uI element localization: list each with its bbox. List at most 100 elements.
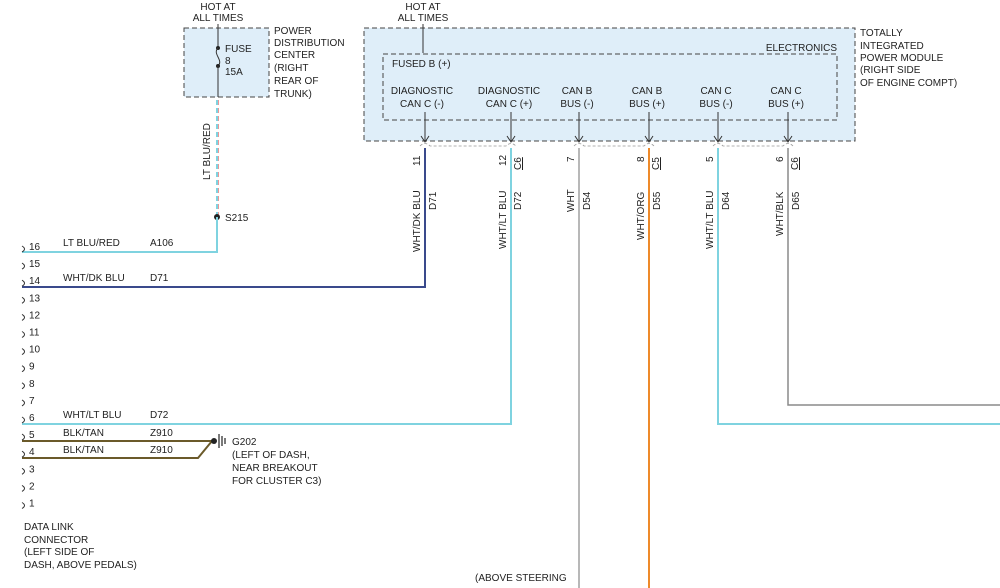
power-distribution-center: HOT AT ALL TIMES FUSE 8 15A POWER DISTRI… bbox=[183, 2, 345, 100]
tipm-electronics-label: ELECTRONICS bbox=[766, 43, 837, 54]
pin-8-label-1: CAN B bbox=[632, 86, 663, 97]
dlc-pin-16-number: 16 bbox=[29, 242, 41, 253]
dlc-name-4: DASH, ABOVE PEDALS) bbox=[24, 560, 137, 571]
pin-8-number: 8 bbox=[636, 156, 647, 162]
wire-d55-circuit: D55 bbox=[652, 191, 663, 210]
pin-5-number: 5 bbox=[705, 156, 716, 162]
wire-d64 bbox=[717, 148, 1000, 425]
dlc-wire-6-circuit: D72 bbox=[150, 410, 169, 421]
dlc-pin-6-bracket bbox=[21, 416, 25, 424]
pin-6-label-1: CAN C bbox=[770, 86, 801, 97]
dlc-wire-14-color: WHT/DK BLU bbox=[63, 273, 125, 284]
pdc-name-3: CENTER bbox=[274, 50, 315, 61]
ground-icon bbox=[218, 434, 226, 448]
tipm-name-5: OF ENGINE COMPT) bbox=[860, 78, 957, 89]
dlc-pin-9-number: 9 bbox=[29, 362, 35, 373]
dlc-pin-12-number: 12 bbox=[29, 310, 41, 321]
dlc-pin-4-bracket bbox=[21, 450, 25, 458]
wire-a106 bbox=[22, 217, 218, 253]
pin-6-number: 6 bbox=[775, 156, 786, 162]
pdc-name-1: POWER bbox=[274, 26, 312, 37]
dlc-pin-16-bracket bbox=[21, 245, 25, 253]
dlc-pin-15-number: 15 bbox=[29, 259, 41, 270]
dlc-pin-3-bracket bbox=[21, 467, 25, 475]
pin-7-label-2: BUS (-) bbox=[560, 99, 593, 110]
dlc-pin-2-number: 2 bbox=[29, 481, 35, 492]
pin-11-arrow bbox=[420, 112, 430, 143]
wire-d72 bbox=[22, 148, 512, 425]
wire-d72-circuit: D72 bbox=[513, 191, 524, 210]
pdc-name-5: REAR OF bbox=[274, 76, 318, 87]
dlc-wire-4-color: BLK/TAN bbox=[63, 445, 104, 456]
connector-shell-1 bbox=[419, 143, 517, 147]
dlc-pin-1-number: 1 bbox=[29, 499, 35, 510]
tipm-hot-line2: ALL TIMES bbox=[398, 13, 449, 24]
pin-8-connector: C5 bbox=[651, 157, 662, 170]
dlc-pin-3-number: 3 bbox=[29, 464, 35, 475]
ground-desc-2: NEAR BREAKOUT bbox=[232, 463, 318, 474]
dlc-pin-13-bracket bbox=[21, 296, 25, 304]
pin-7-number: 7 bbox=[566, 156, 577, 162]
pdc-name-4: (RIGHT bbox=[274, 63, 308, 74]
dlc-wire-5-color: BLK/TAN bbox=[63, 428, 104, 439]
dlc-pin-4-number: 4 bbox=[29, 447, 35, 458]
tipm-hot-line1: HOT AT bbox=[405, 2, 440, 13]
totally-integrated-power-module: HOT AT ALL TIMES ELECTRONICS FUSED B (+)… bbox=[363, 2, 957, 142]
pin-6-label-2: BUS (+) bbox=[768, 99, 804, 110]
connector-shell-2 bbox=[573, 143, 655, 147]
wire-d72-color: WHT/LT BLU bbox=[498, 190, 509, 249]
ground-g202-label: G202 bbox=[232, 437, 257, 448]
pin-8-arrow bbox=[644, 112, 654, 143]
dlc-pin-6-number: 6 bbox=[29, 413, 35, 424]
pdc-name-2: DISTRIBUTION bbox=[274, 38, 345, 49]
tipm-name-2: INTEGRATED bbox=[860, 41, 924, 52]
wire-d64-circuit: D64 bbox=[721, 191, 732, 210]
tipm-fused-label: FUSED B (+) bbox=[392, 59, 451, 70]
wire-z910-pin4 bbox=[22, 440, 213, 459]
pin-11-label-2: CAN C (-) bbox=[400, 99, 444, 110]
dlc-name-1: DATA LINK bbox=[24, 522, 74, 533]
dlc-pin-14-bracket bbox=[21, 279, 25, 287]
wire-d65-circuit: D65 bbox=[791, 191, 802, 210]
tipm-electronics-box bbox=[382, 53, 838, 121]
connector-shells bbox=[419, 143, 794, 147]
pin-12-connector: C6 bbox=[513, 157, 524, 170]
splice-s215-label: S215 bbox=[225, 213, 249, 224]
wire-d54-color: WHT bbox=[566, 189, 577, 212]
ground-desc-3: FOR CLUSTER C3) bbox=[232, 476, 321, 487]
pin-12-label-2: CAN C (+) bbox=[486, 99, 532, 110]
pin-11-number: 11 bbox=[412, 155, 423, 166]
pdc-hot-line1: HOT AT bbox=[200, 2, 235, 13]
tipm-box bbox=[363, 27, 856, 142]
wire-d71-color: WHT/DK BLU bbox=[412, 190, 423, 252]
fuse-amperage: 15A bbox=[225, 67, 243, 78]
pin-12-label-1: DIAGNOSTIC bbox=[478, 86, 540, 97]
wire-d55-color: WHT/ORG bbox=[636, 191, 647, 240]
wire-d64-color: WHT/LT BLU bbox=[705, 190, 716, 249]
fuse-label: FUSE bbox=[225, 44, 252, 55]
tipm-name-3: POWER MODULE bbox=[860, 53, 944, 64]
dlc-pin-11-number: 11 bbox=[29, 328, 40, 339]
dlc-pin-10-bracket bbox=[21, 348, 25, 356]
dlc-pin-9-bracket bbox=[21, 365, 25, 373]
dlc-name-2: CONNECTOR bbox=[24, 535, 88, 546]
dlc-pin-14-number: 14 bbox=[29, 276, 41, 287]
pin-12-number: 12 bbox=[498, 154, 509, 166]
dlc-pin-7-number: 7 bbox=[29, 396, 35, 407]
pdc-box bbox=[183, 27, 270, 98]
dlc-wire-6-color: WHT/LT BLU bbox=[63, 410, 122, 421]
dlc-name-3: (LEFT SIDE OF bbox=[24, 547, 94, 558]
pin-5-label-2: BUS (-) bbox=[699, 99, 732, 110]
pin-5-label-1: CAN C bbox=[700, 86, 731, 97]
dlc-wire-14-circuit: D71 bbox=[150, 273, 169, 284]
dlc-wire-4-circuit: Z910 bbox=[150, 445, 173, 456]
pin-6-connector: C6 bbox=[790, 157, 801, 170]
dlc-pin-2-bracket bbox=[21, 484, 25, 492]
pin-7-arrow bbox=[574, 112, 584, 143]
fuse-number: 8 bbox=[225, 56, 231, 67]
pin-5-arrow bbox=[713, 112, 723, 143]
wire-d71-circuit: D71 bbox=[428, 191, 439, 210]
dlc-pin-11-bracket bbox=[21, 331, 25, 338]
